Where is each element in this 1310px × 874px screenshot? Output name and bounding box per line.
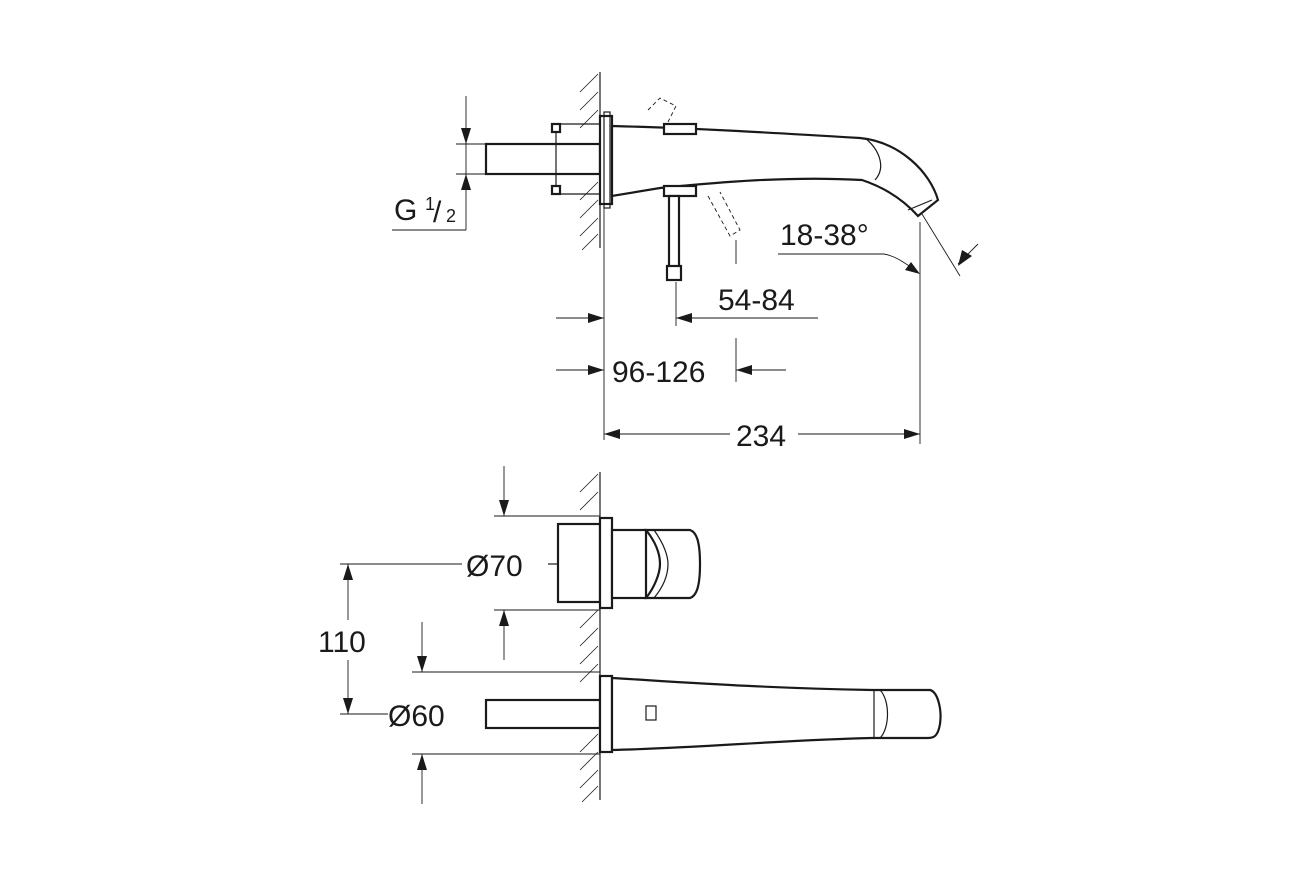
label-thread-slash: / [433,196,442,229]
dim-thread: G 1 / 2 [392,96,486,231]
side-view: G 1 / 2 18-38° 54-84 [392,72,979,453]
dim-control-diameter: Ø70 [462,466,600,660]
label-wall-depth: 96-126 [612,356,705,389]
lever-closed [662,122,698,282]
label-handle-offset: 54-84 [718,284,795,317]
wall-section-bottom [579,472,601,803]
connection-pipe-top [484,698,602,730]
label-thread-den: 2 [446,206,456,226]
label-center-distance: 110 [318,626,366,659]
connection-pipe [484,122,602,196]
label-spout-diameter: Ø60 [388,700,445,733]
control-valve-top [548,516,702,610]
dim-spout-length: 234 [604,222,921,453]
dim-handle-offset: 54-84 [556,204,818,440]
spout-top [610,676,942,752]
spout-flange-top [598,674,614,754]
label-spout-length: 234 [736,420,786,453]
dim-angle: 18-38° [778,213,979,277]
lever-open-ghost [647,97,741,237]
label-thread-num: 1 [425,194,435,214]
label-control-diameter: Ø70 [466,550,523,583]
top-view: Ø70 110 Ø60 [318,466,942,804]
spout-side [610,124,940,218]
dim-center-distance: 110 [318,563,462,715]
dim-wall-depth: 96-126 [556,240,786,389]
dim-spout-diameter: Ø60 [388,622,600,804]
label-angle: 18-38° [780,219,869,252]
label-thread-g: G [394,194,417,227]
brand-logo [645,705,657,721]
